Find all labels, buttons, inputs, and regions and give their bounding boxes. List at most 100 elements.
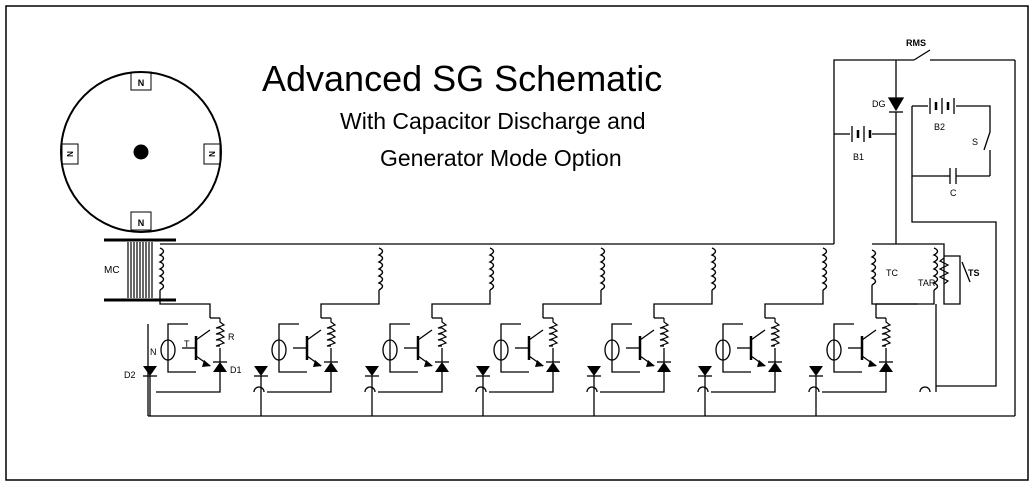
stage-bulb-bottom xyxy=(722,360,751,373)
stage-bulb-top xyxy=(389,323,410,340)
stage-ground-rail xyxy=(600,372,665,393)
dg-label: DG xyxy=(872,99,886,109)
stage-ground-rail xyxy=(156,372,221,393)
n-label: N xyxy=(150,347,157,357)
wire-crossover xyxy=(364,386,376,393)
stage-bulb-top xyxy=(833,323,854,340)
d1-label: D1 xyxy=(230,365,242,375)
rms-label: RMS xyxy=(906,38,926,48)
resistor-icon xyxy=(215,318,226,347)
wire-crossover xyxy=(586,386,598,393)
resistor-icon xyxy=(659,318,670,347)
stage-bulb-top xyxy=(611,323,632,340)
transistor-arrow xyxy=(313,360,322,367)
diode-d2-icon xyxy=(809,366,823,376)
transistor-arrow xyxy=(868,360,877,367)
transistor-collector xyxy=(528,329,544,341)
wire-crossover xyxy=(697,386,709,393)
rotor-magnet-top xyxy=(130,71,152,91)
power-section xyxy=(833,49,1016,392)
diode-d1-icon xyxy=(435,362,449,372)
transistor-arrow xyxy=(646,360,655,367)
diode-d2-icon xyxy=(698,366,712,376)
transistor-collector xyxy=(195,329,211,341)
stage-bulb-top xyxy=(167,323,188,340)
diode-d2-icon xyxy=(476,366,490,376)
r-label: R xyxy=(228,332,235,342)
diode-d1-icon xyxy=(657,362,671,372)
battery-b2 xyxy=(929,98,955,114)
b1-label: B1 xyxy=(853,152,864,162)
transistor-collector xyxy=(750,329,766,341)
rotor-magnet-bottom xyxy=(130,211,152,231)
ts-label: TS xyxy=(968,268,980,278)
rotor-magnet-left xyxy=(61,143,79,165)
transistor-arrow xyxy=(202,360,211,367)
stage-coil xyxy=(599,247,606,291)
transistor-arrow xyxy=(757,360,766,367)
stage-coil xyxy=(821,247,828,291)
transistor-arrow xyxy=(535,360,544,367)
diagram-title: Advanced SG Schematic xyxy=(262,58,663,99)
dg-diode xyxy=(887,97,905,112)
stage-coil xyxy=(710,247,717,291)
transistor-arrow xyxy=(424,360,433,367)
b2-label: B2 xyxy=(934,122,945,132)
diode-d2-icon xyxy=(254,366,268,376)
rotor-magnet-bottom-label: N xyxy=(138,218,145,228)
outer-border xyxy=(5,5,1029,481)
rotor-magnet-right-label: N xyxy=(208,151,217,157)
stage-coil xyxy=(377,247,384,291)
switch-s xyxy=(983,131,991,151)
wire-crossover xyxy=(475,386,487,393)
diode-d2-icon xyxy=(143,366,157,376)
diode-d1-icon xyxy=(879,362,893,372)
stage-group xyxy=(143,243,1016,417)
diode-d2-icon xyxy=(587,366,601,376)
stage-bulb-bottom xyxy=(500,360,529,373)
stage-coil xyxy=(488,247,495,291)
tar-label: TAR xyxy=(918,278,936,288)
stage-bulb-bottom xyxy=(611,360,640,373)
resistor-icon xyxy=(548,318,559,347)
stage-bulb-bottom xyxy=(833,360,862,373)
mc-label: MC xyxy=(104,265,120,276)
stage-coil-lead xyxy=(653,290,713,318)
main-coil-core xyxy=(104,238,176,302)
tar-resistor xyxy=(938,257,950,285)
s-label: S xyxy=(972,137,978,147)
resistor-icon xyxy=(437,318,448,347)
resistor-icon xyxy=(770,318,781,347)
stage-bulb-bottom xyxy=(389,360,418,373)
rms-switch xyxy=(913,49,931,61)
stage-coil-lead xyxy=(320,290,380,318)
stage-ground-rail xyxy=(267,372,332,393)
stage-bulb-top xyxy=(500,323,521,340)
diagram-subtitle-line-2: Generator Mode Option xyxy=(380,145,622,171)
diagram-subtitle-line-1: With Capacitor Discharge and xyxy=(340,108,646,134)
diode-d1-icon xyxy=(324,362,338,372)
stage-coil-lead xyxy=(159,290,211,318)
transistor-collector xyxy=(306,329,322,341)
wire-crossover xyxy=(253,386,265,393)
stage-coil-lead xyxy=(764,290,824,318)
stage-coil xyxy=(158,247,165,291)
diode-d1-icon xyxy=(546,362,560,372)
diode-d1-icon xyxy=(213,362,227,372)
d2-label: D2 xyxy=(124,370,136,380)
wire-crossover xyxy=(808,386,820,393)
tc-label: TC xyxy=(886,268,898,278)
stage-ground-rail xyxy=(378,372,443,393)
rotor-magnet-left-label: N xyxy=(66,151,75,157)
stage-coil-lead xyxy=(542,290,602,318)
stage-bulb-bottom xyxy=(167,360,196,373)
diode-d1-icon xyxy=(768,362,782,372)
stage-bulb-top xyxy=(722,323,743,340)
tc-coil xyxy=(870,249,877,286)
transistor-collector xyxy=(861,329,877,341)
stage-ground-rail xyxy=(489,372,554,393)
stage-coil xyxy=(932,247,939,291)
rotor xyxy=(60,71,222,233)
